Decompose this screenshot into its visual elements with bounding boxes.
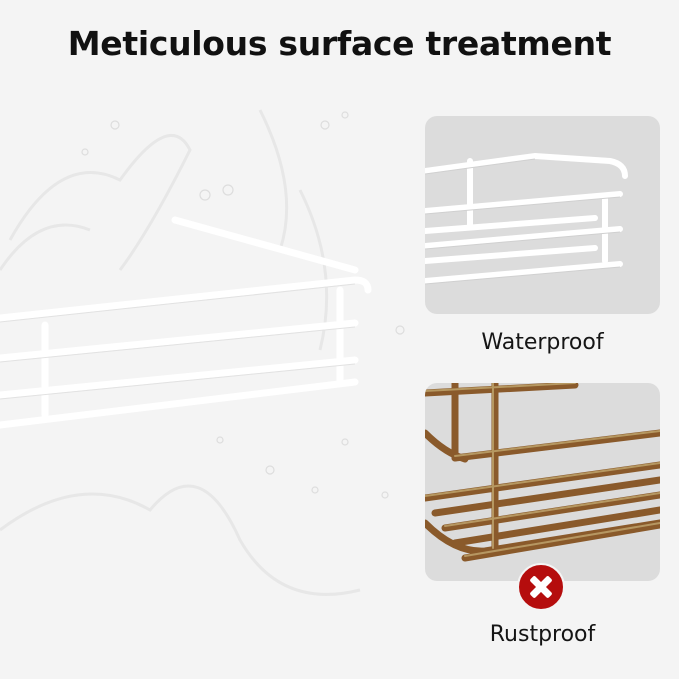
white-basket-image xyxy=(425,152,628,285)
rustproof-label: Rustproof xyxy=(489,622,596,647)
rustproof-image-card xyxy=(425,383,660,581)
x-circle-icon xyxy=(517,563,565,611)
waterproof-label: Waterproof xyxy=(481,330,604,355)
rusty-basket-image xyxy=(425,383,660,562)
hero-basket-splash-image xyxy=(0,109,405,596)
page-title: Meticulous surface treatment xyxy=(67,24,612,63)
waterproof-image-card xyxy=(425,116,660,314)
